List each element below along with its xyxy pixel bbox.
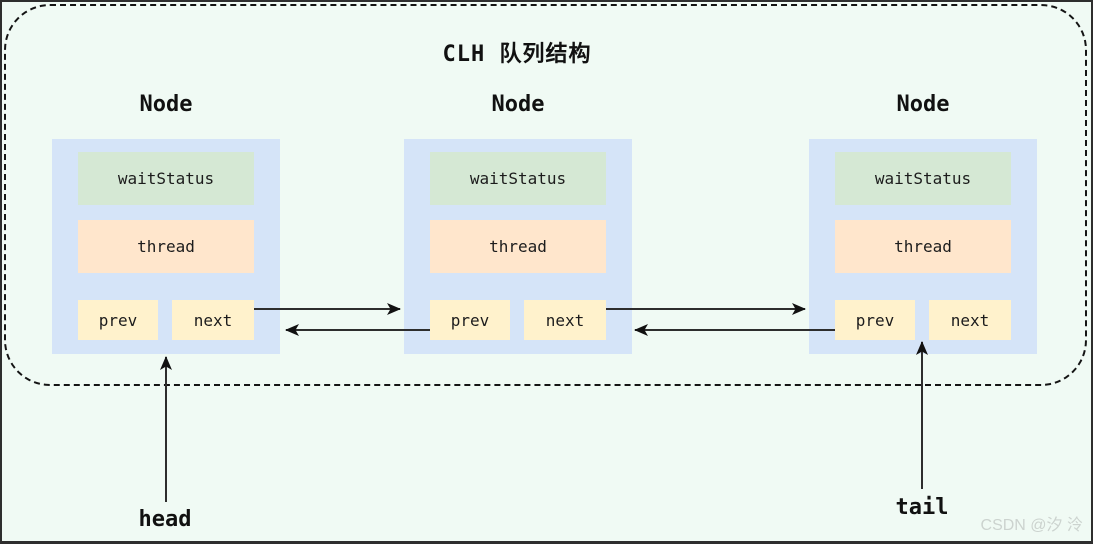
node-3-prev-cell: prev bbox=[835, 300, 915, 340]
node-3-next-cell: next bbox=[929, 300, 1011, 340]
node-2-next-cell: next bbox=[524, 300, 606, 340]
node-2-prev-cell: prev bbox=[430, 300, 510, 340]
node-3-wait-status-cell: waitStatus bbox=[835, 152, 1011, 205]
node-1: Node waitStatus thread prev next bbox=[52, 92, 280, 354]
node-1-next-cell: next bbox=[172, 300, 254, 340]
node-3-pointer-row: prev next bbox=[835, 300, 1011, 340]
node-2-box: waitStatus thread prev next bbox=[404, 139, 632, 354]
node-1-pointer-row: prev next bbox=[78, 300, 254, 340]
head-label: head bbox=[138, 507, 192, 532]
node-1-title: Node bbox=[139, 92, 193, 117]
node-3: Node waitStatus thread prev next bbox=[809, 92, 1037, 354]
node-1-wait-status-cell: waitStatus bbox=[78, 152, 254, 205]
tail-label: tail bbox=[895, 495, 949, 520]
node-3-thread-cell: thread bbox=[835, 220, 1011, 273]
diagram-title: CLH 队列结构 bbox=[442, 42, 592, 67]
node-2: Node waitStatus thread prev next bbox=[404, 92, 632, 354]
node-2-title: Node bbox=[491, 92, 545, 117]
node-3-box: waitStatus thread prev next bbox=[809, 139, 1037, 354]
queue-dashed-boundary bbox=[4, 4, 1087, 386]
node-1-prev-cell: prev bbox=[78, 300, 158, 340]
node-3-title: Node bbox=[896, 92, 950, 117]
node-2-thread-cell: thread bbox=[430, 220, 606, 273]
node-2-wait-status-cell: waitStatus bbox=[430, 152, 606, 205]
node-1-box: waitStatus thread prev next bbox=[52, 139, 280, 354]
watermark: CSDN @汐 泠 bbox=[980, 517, 1083, 534]
node-2-pointer-row: prev next bbox=[430, 300, 606, 340]
node-1-thread-cell: thread bbox=[78, 220, 254, 273]
